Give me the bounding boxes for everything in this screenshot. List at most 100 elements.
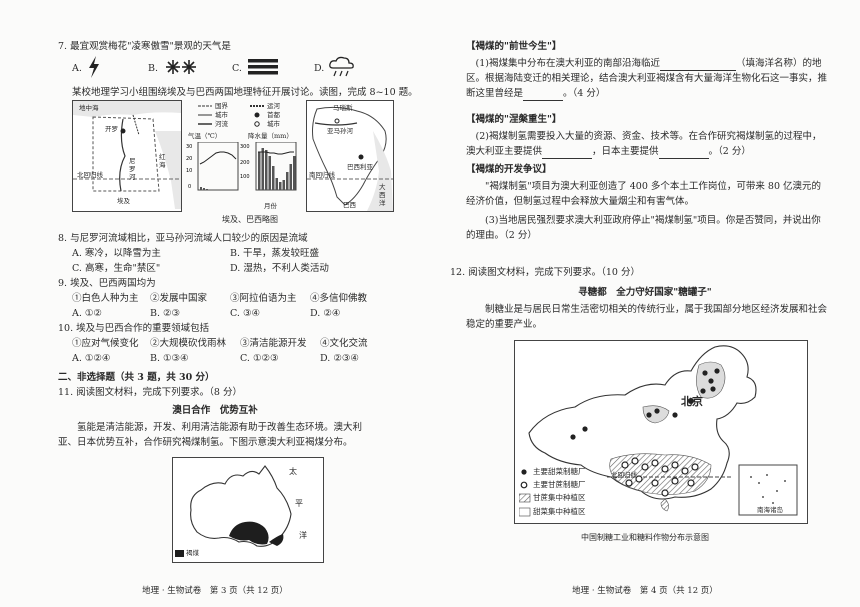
- egypt-label-cairo: 开罗: [105, 125, 118, 133]
- china-label-beijing: 北京: [681, 395, 703, 408]
- legend-city-1: 城市: [215, 111, 228, 119]
- q7-option-a-label: A.: [72, 63, 82, 74]
- q12-paragraph: 制糖业是与居民日常生活密切相关的传统行业，属于我国部分地区经济发展和社会稳定的重…: [466, 304, 828, 330]
- question-3-text: (3)当地居民强烈要求澳大利亚政府停止"褐煤制氢"项目。你是否赞同，并说出你的理…: [466, 215, 821, 241]
- australia-map-drawing: [190, 465, 292, 547]
- egypt-map: 地中海 开罗 红海 尼罗河 北回归线 埃及: [72, 100, 182, 212]
- legend-beet-area: 甜菜集中种植区: [533, 507, 586, 516]
- egypt-label-tropic: 北回归线: [77, 171, 103, 179]
- svg-text:100: 100: [240, 174, 250, 180]
- legend-climate-panel: 国界 城市 河流 运河 首都 城市 气温（℃） 降水量（mm）: [184, 100, 302, 212]
- climate-rain-unit: 降水量（mm）: [248, 132, 293, 140]
- legend-river: 河流: [215, 120, 228, 128]
- china-label-tropic: 北回归线: [611, 471, 637, 479]
- legend-canal: 运河: [267, 102, 280, 110]
- climate-x-label: 月份: [264, 202, 277, 210]
- q11-stem: 11. 阅读图文材料，完成下列要求。（8 分）: [58, 387, 242, 398]
- brazil-label-brasilia: 巴西利亚: [347, 163, 373, 171]
- lignite-legend-text: 褐煤: [186, 549, 199, 557]
- q10-item-1: ①应对气候变化: [72, 338, 139, 349]
- china-inset-label: 南海诸岛: [757, 506, 783, 514]
- svg-text:20: 20: [186, 156, 192, 162]
- q2-blank-australia[interactable]: [542, 148, 593, 159]
- lignite-legend-swatch: [175, 550, 184, 557]
- figure-caption: 埃及、巴西略图: [222, 215, 278, 224]
- lightning-icon: [89, 56, 99, 78]
- q2-text-c: 。（2 分）: [708, 146, 751, 157]
- page-3: 7. 最宜观赏梅花"凌寒傲雪"景观的天气是 A. B. C. D.: [58, 41, 418, 596]
- q1-blank-ocean[interactable]: [659, 60, 736, 71]
- q2-text-a: (2)褐煤制氢需要投入大量的资源、资金、技术等。在合作研究褐煤制氢的过程中，澳大…: [466, 131, 822, 157]
- q8-option-b: B. 干旱，蒸发较旺盛: [230, 248, 320, 259]
- egypt-label-red-sea: 红海: [159, 153, 166, 169]
- q1-text-b: （填海洋名称）的地区。根据海陆变迁的相关理论，结合澳大利亚褐煤含有大量海洋生物化…: [466, 58, 828, 99]
- snowflake-icon: [166, 60, 196, 74]
- q7-option-d-label: D.: [314, 63, 325, 74]
- q9-item-4: ④多信仰佛教: [310, 293, 368, 304]
- brazil-map: 马瑙斯 亚马孙河 巴西利亚 南回归线 大西洋 巴西: [306, 100, 394, 212]
- section-heading-2: 【褐煤的"涅槃重生"】: [466, 114, 562, 125]
- map-legend: 国界 城市 河流 运河 首都 城市: [188, 102, 300, 130]
- q1-blank-former[interactable]: [523, 90, 564, 101]
- legend-beet-factory: 主要甜菜制糖厂: [533, 467, 586, 476]
- q1-text-c: 。（4 分）: [563, 88, 606, 99]
- rain-cloud-icon: [329, 56, 354, 77]
- q11-subtitle: 澳日合作 优势互补: [172, 405, 258, 416]
- q10-item-3: ③清洁能源开发: [240, 338, 307, 349]
- q10-item-4: ④文化交流: [320, 338, 368, 349]
- q9-option-d: D. ②④: [310, 308, 341, 319]
- climate-temp-unit: 气温（℃）: [188, 132, 222, 140]
- egypt-label-mediterranean: 地中海: [79, 104, 99, 112]
- egypt-label-nile: 尼罗河: [129, 157, 136, 181]
- q2-text-b: ，日本主要提供: [592, 146, 659, 157]
- q10-stem: 10. 埃及与巴西合作的重要领域包括: [58, 323, 210, 334]
- fog-icon: [248, 59, 278, 75]
- brazil-label-manaus: 马瑙斯: [333, 104, 353, 112]
- q9-option-a: A. ①②: [72, 308, 102, 319]
- intro-8-10: 某校地理学习小组围绕埃及与巴西两国地理特征开展讨论。读图，完成 8~10 题。: [72, 87, 418, 98]
- legend-cane-area: 甘蔗集中种植区: [533, 493, 586, 502]
- egypt-map-title: 埃及: [117, 197, 130, 205]
- legend-city-2: 城市: [267, 120, 280, 128]
- q8-option-d: D. 湿热，不利人类活动: [230, 263, 329, 274]
- q7-stem: 7. 最宜观赏梅花"凌寒傲雪"景观的天气是: [58, 41, 231, 52]
- q11-paragraph: 氢能是清洁能源，开发、利用清洁能源有助于改善生态环境。澳大利亚、日本优势互补，合…: [58, 422, 363, 448]
- q7-option-c-label: C.: [232, 63, 242, 74]
- section-2-heading: 二、非选择题（共 3 题，共 30 分）: [58, 372, 215, 383]
- china-sugar-map: 北京 北回归线 南海诸岛 主要甜菜制糖厂 主要甘蔗制糖厂 甘蔗集中种植区 甜菜集…: [514, 340, 808, 524]
- brazil-label-atlantic: 大西洋: [379, 183, 386, 207]
- australia-label-ping: 平: [295, 499, 303, 508]
- brazil-label-amazon: 亚马孙河: [327, 127, 353, 135]
- brazil-map-drawing: [307, 106, 393, 211]
- q9-item-3: ③阿拉伯语为主: [230, 293, 297, 304]
- legend-cane-factory: 主要甘蔗制糖厂: [533, 480, 586, 489]
- section-heading-1: 【褐煤的"前世今生"】: [466, 41, 562, 52]
- question-1-text: (1)褐煤集中分布在澳大利亚的南部沿海临近（填海洋名称）的地区。根据海陆变迁的相…: [466, 56, 830, 101]
- china-map-legend: 主要甜菜制糖厂 主要甘蔗制糖厂 甘蔗集中种植区 甜菜集中种植区: [519, 467, 609, 521]
- q10-option-d: D. ②③④: [320, 353, 359, 364]
- china-map-drawing: [528, 345, 798, 516]
- section-heading-3: 【褐煤的开发争议】: [466, 164, 552, 175]
- brazil-map-title: 巴西: [343, 201, 356, 209]
- china-map-caption: 中国制糖工业和糖料作物分布示意图: [581, 533, 709, 542]
- svg-text:300: 300: [240, 144, 250, 150]
- q12-stem: 12. 阅读图文材料，完成下列要求。（10 分）: [450, 267, 640, 278]
- svg-text:10: 10: [186, 168, 192, 174]
- page-3-footer: 地理 · 生物试卷 第 3 页（共 12 页）: [142, 586, 288, 596]
- q9-option-b: B. ②③: [150, 308, 181, 319]
- q2-blank-japan[interactable]: [658, 148, 709, 159]
- q12-title: 寻糖都 全力守好国家"糖罐子": [578, 287, 712, 298]
- q1-text-a: (1)褐煤集中分布在澳大利亚的南部沿海临近: [475, 58, 660, 69]
- q10-option-a: A. ①②④: [72, 353, 111, 364]
- q8-option-c: C. 高寒，生命"禁区": [72, 263, 161, 274]
- australia-map: 太 平 洋 褐煤: [172, 457, 324, 563]
- svg-text:200: 200: [240, 160, 250, 166]
- q10-option-b: B. ①③④: [150, 353, 189, 364]
- egypt-map-drawing: [73, 101, 181, 209]
- australia-label-yang: 洋: [299, 531, 307, 540]
- legend-capital: 首都: [267, 111, 280, 119]
- q7-options: A. B. C. D.: [72, 56, 392, 80]
- svg-text:0: 0: [188, 184, 191, 190]
